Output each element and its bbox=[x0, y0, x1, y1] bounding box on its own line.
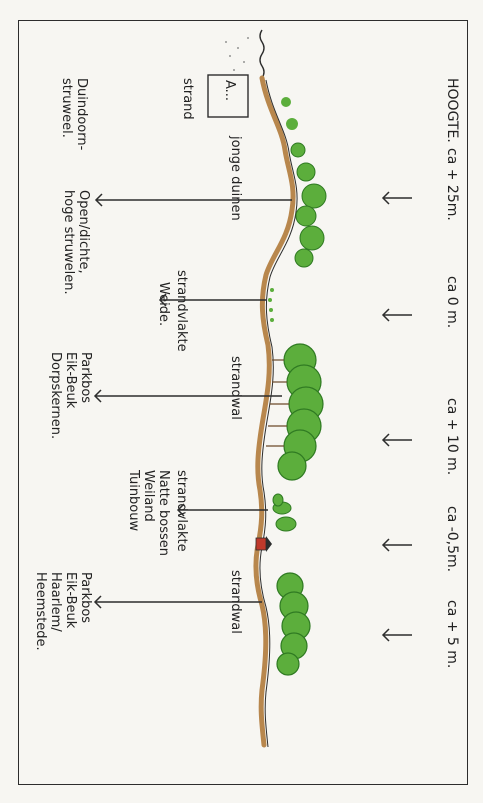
label-open-2: hoge struwelen. bbox=[61, 190, 76, 295]
height-heading: HOOGTE. bbox=[444, 78, 460, 143]
label-parkbos2-3: Haarlem/ bbox=[48, 572, 63, 632]
label-duindoorn-2: struweel. bbox=[59, 78, 74, 138]
height-texts: HOOGTE. ca + 25m. ca 0 m. ca + 10 m. ca … bbox=[444, 78, 460, 668]
zone-arrow-3 bbox=[95, 390, 282, 402]
height-arrow-2 bbox=[383, 309, 412, 321]
height-arrow-3 bbox=[383, 434, 412, 446]
landform-labels: strand jonge duinen strandvlakte Weide. … bbox=[126, 78, 243, 634]
label-natte-2: Weiland bbox=[141, 470, 156, 522]
label-open-1: Open/dichte, bbox=[76, 190, 91, 274]
label-strandwal-1: strandwal bbox=[228, 356, 243, 420]
vegetation-labels: Duindoorn- struweel. Open/dichte, hoge s… bbox=[33, 78, 93, 651]
label-strandvlakte-1: strandvlakte bbox=[174, 270, 189, 352]
red-house-icon bbox=[256, 536, 272, 552]
height-label-3: ca + 10 m. bbox=[444, 398, 460, 475]
forest-strandwal-1 bbox=[278, 344, 323, 480]
height-arrow-4 bbox=[383, 539, 412, 551]
height-arrow-5 bbox=[383, 629, 412, 641]
label-parkbos2-2: Eik-Beuk bbox=[63, 572, 78, 629]
label-strandvlakte-2: strandvlakte bbox=[174, 470, 189, 552]
sea-waves bbox=[260, 30, 264, 78]
label-parkbos2-1: Parkbos bbox=[78, 572, 93, 623]
height-label-2: ca 0 m. bbox=[444, 276, 460, 328]
label-natte-3: Tuinbouw bbox=[126, 469, 141, 532]
label-jonge-duinen: jonge duinen bbox=[228, 135, 243, 221]
height-arrow-1 bbox=[383, 192, 412, 204]
height-label-1: ca + 25m. bbox=[444, 148, 460, 221]
young-dune-shrubs bbox=[281, 97, 326, 267]
height-label-5: ca + 5 m. bbox=[444, 600, 460, 668]
height-label-4: ca -0,5m. bbox=[444, 506, 460, 572]
label-duindoorn-1: Duindoorn- bbox=[74, 78, 89, 151]
forest-strandwal-2 bbox=[277, 573, 310, 675]
zone-arrow-1 bbox=[96, 194, 292, 206]
label-parkbos1-1: Parkbos bbox=[78, 352, 93, 403]
label-natte-1: Natte bossen bbox=[156, 470, 171, 556]
sand-dots bbox=[225, 37, 249, 71]
label-parkbos1-3: Dorpskernen. bbox=[48, 352, 63, 439]
label-parkbos2-4: Heemstede. bbox=[33, 572, 48, 651]
label-parkbos1-2: Eik-Beuk bbox=[63, 352, 78, 409]
height-arrows bbox=[383, 192, 412, 641]
beach-box-label: A... bbox=[222, 80, 237, 101]
grass-strandvlakte bbox=[268, 288, 274, 322]
wet-zone-trees bbox=[273, 494, 296, 531]
label-strand: strand bbox=[180, 78, 195, 120]
zone-arrow-4 bbox=[178, 504, 268, 516]
